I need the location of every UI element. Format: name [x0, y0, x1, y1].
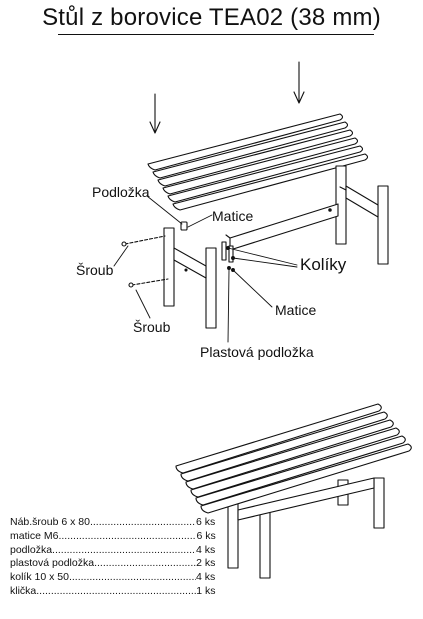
part-name: Náb.šroub 6 x 80 — [10, 516, 90, 528]
part-qty: 4 ks — [195, 571, 216, 584]
leader-dots: ........................................… — [52, 543, 197, 556]
bolt-lower — [128, 278, 169, 288]
leader-dots: ........................................… — [58, 529, 196, 542]
parts-row: Náb.šroub 6 x 80........................… — [10, 516, 216, 530]
parts-row: kolík 10 x 50...........................… — [10, 571, 216, 585]
part-name: matice M6 — [10, 529, 59, 542]
part-qty: 6 ks — [195, 516, 216, 528]
callout-leaders — [113, 195, 298, 343]
label-plastova-podlozka: Plastová podložka — [200, 344, 314, 360]
label-sroub-lower: Šroub — [133, 319, 171, 335]
leader-dots: ........................................… — [68, 571, 196, 584]
label-matice-top: Matice — [212, 208, 254, 224]
leader-dots: ........................................… — [36, 584, 197, 597]
parts-row: matice M6...............................… — [10, 530, 216, 544]
part-name: klička — [10, 584, 37, 597]
parts-list: Náb.šroub 6 x 80........................… — [10, 516, 216, 599]
part-name: podložka — [10, 543, 53, 556]
part-qty: 2 ks — [196, 557, 216, 570]
part-qty: 1 ks — [196, 584, 216, 597]
parts-row: klička..................................… — [10, 585, 216, 599]
label-koliky: Kolíky — [300, 255, 347, 274]
part-qty: 6 ks — [196, 529, 216, 542]
dowels — [221, 241, 234, 263]
bolt-upper — [121, 235, 166, 247]
label-podlozka: Podložka — [92, 184, 150, 200]
part-qty: 4 ks — [196, 543, 216, 556]
parts-row: podložka................................… — [10, 544, 216, 558]
title-underline — [58, 34, 374, 35]
part-name: kolík 10 x 50 — [10, 571, 69, 584]
page-title: Stůl z borovice TEA02 (38 mm) — [42, 4, 381, 31]
tabletop-slats-exploded — [147, 113, 369, 211]
down-arrow-right — [293, 61, 305, 104]
callout-dots — [226, 246, 235, 272]
left-leg-frame — [163, 227, 217, 329]
leader-dots: ........................................… — [89, 516, 196, 528]
washer-part — [180, 221, 188, 231]
label-sroub-upper: Šroub — [76, 262, 114, 278]
down-arrow-left — [149, 93, 161, 134]
leader-dots: ........................................… — [94, 557, 197, 570]
label-matice-bottom: Matice — [275, 302, 317, 318]
assembled-table — [175, 403, 412, 579]
part-name: plastová podložka — [10, 557, 95, 570]
right-leg-frame — [335, 165, 389, 265]
parts-row: plastová podložka.......................… — [10, 557, 216, 571]
